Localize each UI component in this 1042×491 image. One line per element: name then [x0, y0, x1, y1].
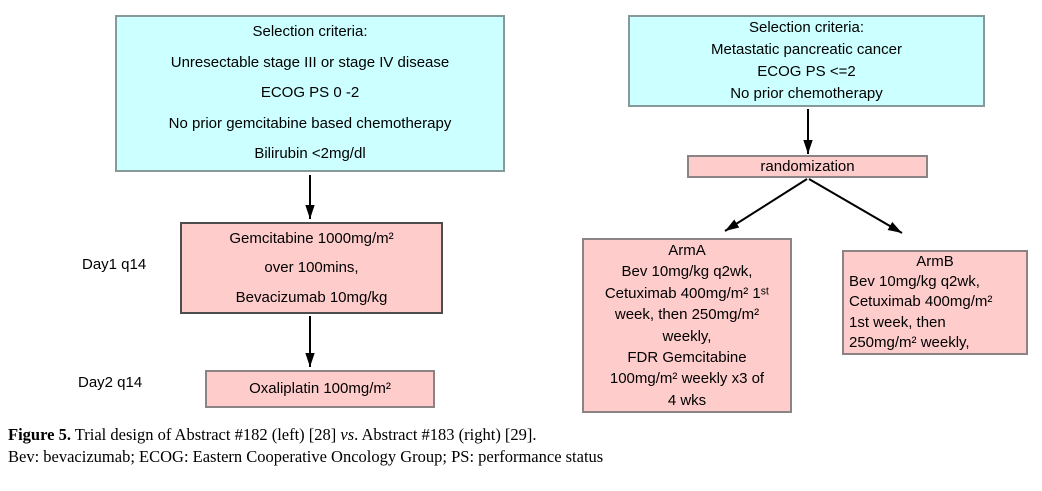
box-text-line: Cetuximab 400mg/m²: [849, 293, 993, 311]
box-text-line: Bev 10mg/kg q2wk,: [849, 273, 980, 291]
figure-caption: Figure 5. Trial design of Abstract #182 …: [8, 424, 1008, 468]
arm-b-box: ArmB Bev 10mg/kg q2wk, Cetuximab 400mg/m² 1…: [842, 250, 1028, 355]
box-text-line: Selection criteria:: [748, 19, 865, 36]
box-text-line: ECOG PS <=2: [757, 63, 856, 80]
caption-text-after-vs: . Abstract #183 (right) [29].: [354, 425, 537, 444]
box-text-line: weekly,: [662, 327, 712, 345]
box-text-line: Gemcitabine 1000mg/m²: [229, 230, 394, 247]
box-text-line: Bilirubin <2mg/dl: [254, 145, 366, 163]
randomization-box: randomization: [687, 155, 928, 178]
right-selection-criteria-box: Selection criteria: Metastatic pancreatic…: [628, 15, 985, 107]
box-text-line: ECOG PS 0 -2: [260, 84, 360, 102]
day1-q14-label: Day1 q14: [82, 256, 147, 273]
box-text-line: ArmB: [916, 253, 954, 270]
box-text-line: Cetuximab 400mg/m² 1ˢᵗ: [604, 284, 770, 302]
box-text-line: 100mg/m² weekly x3 of: [609, 370, 765, 388]
box-text-line: Bevacizumab 10mg/kg: [235, 288, 388, 306]
caption-abbreviations: Bev: bevacizumab; ECOG: Eastern Cooperat…: [8, 447, 604, 466]
box-text-line: Bev 10mg/kg q2wk,: [621, 263, 753, 281]
day2-q14-label: Day2 q14: [78, 374, 143, 391]
box-text-line: ArmA: [668, 242, 706, 259]
box-text-line: No prior chemotherapy: [730, 85, 883, 102]
arm-a-box: ArmA Bev 10mg/kg q2wk, Cetuximab 400mg/m² …: [582, 238, 792, 413]
box-text-line: over 100mins,: [264, 259, 359, 277]
box-text-line: FDR Gemcitabine: [627, 349, 747, 367]
box-text-line: Metastatic pancreatic cancer: [711, 41, 902, 58]
box-text-line: 4 wks: [667, 391, 707, 409]
box-text-line: week, then 250mg/m²: [614, 306, 760, 324]
box-text-line: Selection criteria:: [252, 23, 368, 40]
diagonal-arrow-randomization-to-arm-a: [724, 178, 808, 232]
box-text-line: 1st week, then: [849, 313, 946, 331]
gemcitabine-bevacizumab-box: Gemcitabine 1000mg/m² over 100mins, Bevaci…: [180, 222, 443, 314]
caption-title-line: Figure 5. Trial design of Abstract #182 …: [8, 424, 1008, 446]
caption-text-before-vs: Trial design of Abstract #182 (left) [28…: [70, 425, 341, 444]
oxaliplatin-box: Oxaliplatin 100mg/m²: [205, 370, 435, 408]
caption-vs: vs: [340, 425, 355, 444]
box-text-line: Oxaliplatin 100mg/m²: [249, 380, 391, 397]
diagonal-arrow-randomization-to-arm-b: [808, 178, 903, 234]
box-text-line: No prior gemcitabine based chemotherapy: [168, 114, 452, 132]
box-text-line: Unresectable stage III or stage IV disea…: [170, 53, 450, 71]
left-selection-criteria-box: Selection criteria: Unresectable stage II…: [115, 15, 505, 172]
figure-number-label: Figure 5.: [8, 425, 71, 444]
box-text-line: 250mg/m² weekly,: [849, 333, 970, 351]
